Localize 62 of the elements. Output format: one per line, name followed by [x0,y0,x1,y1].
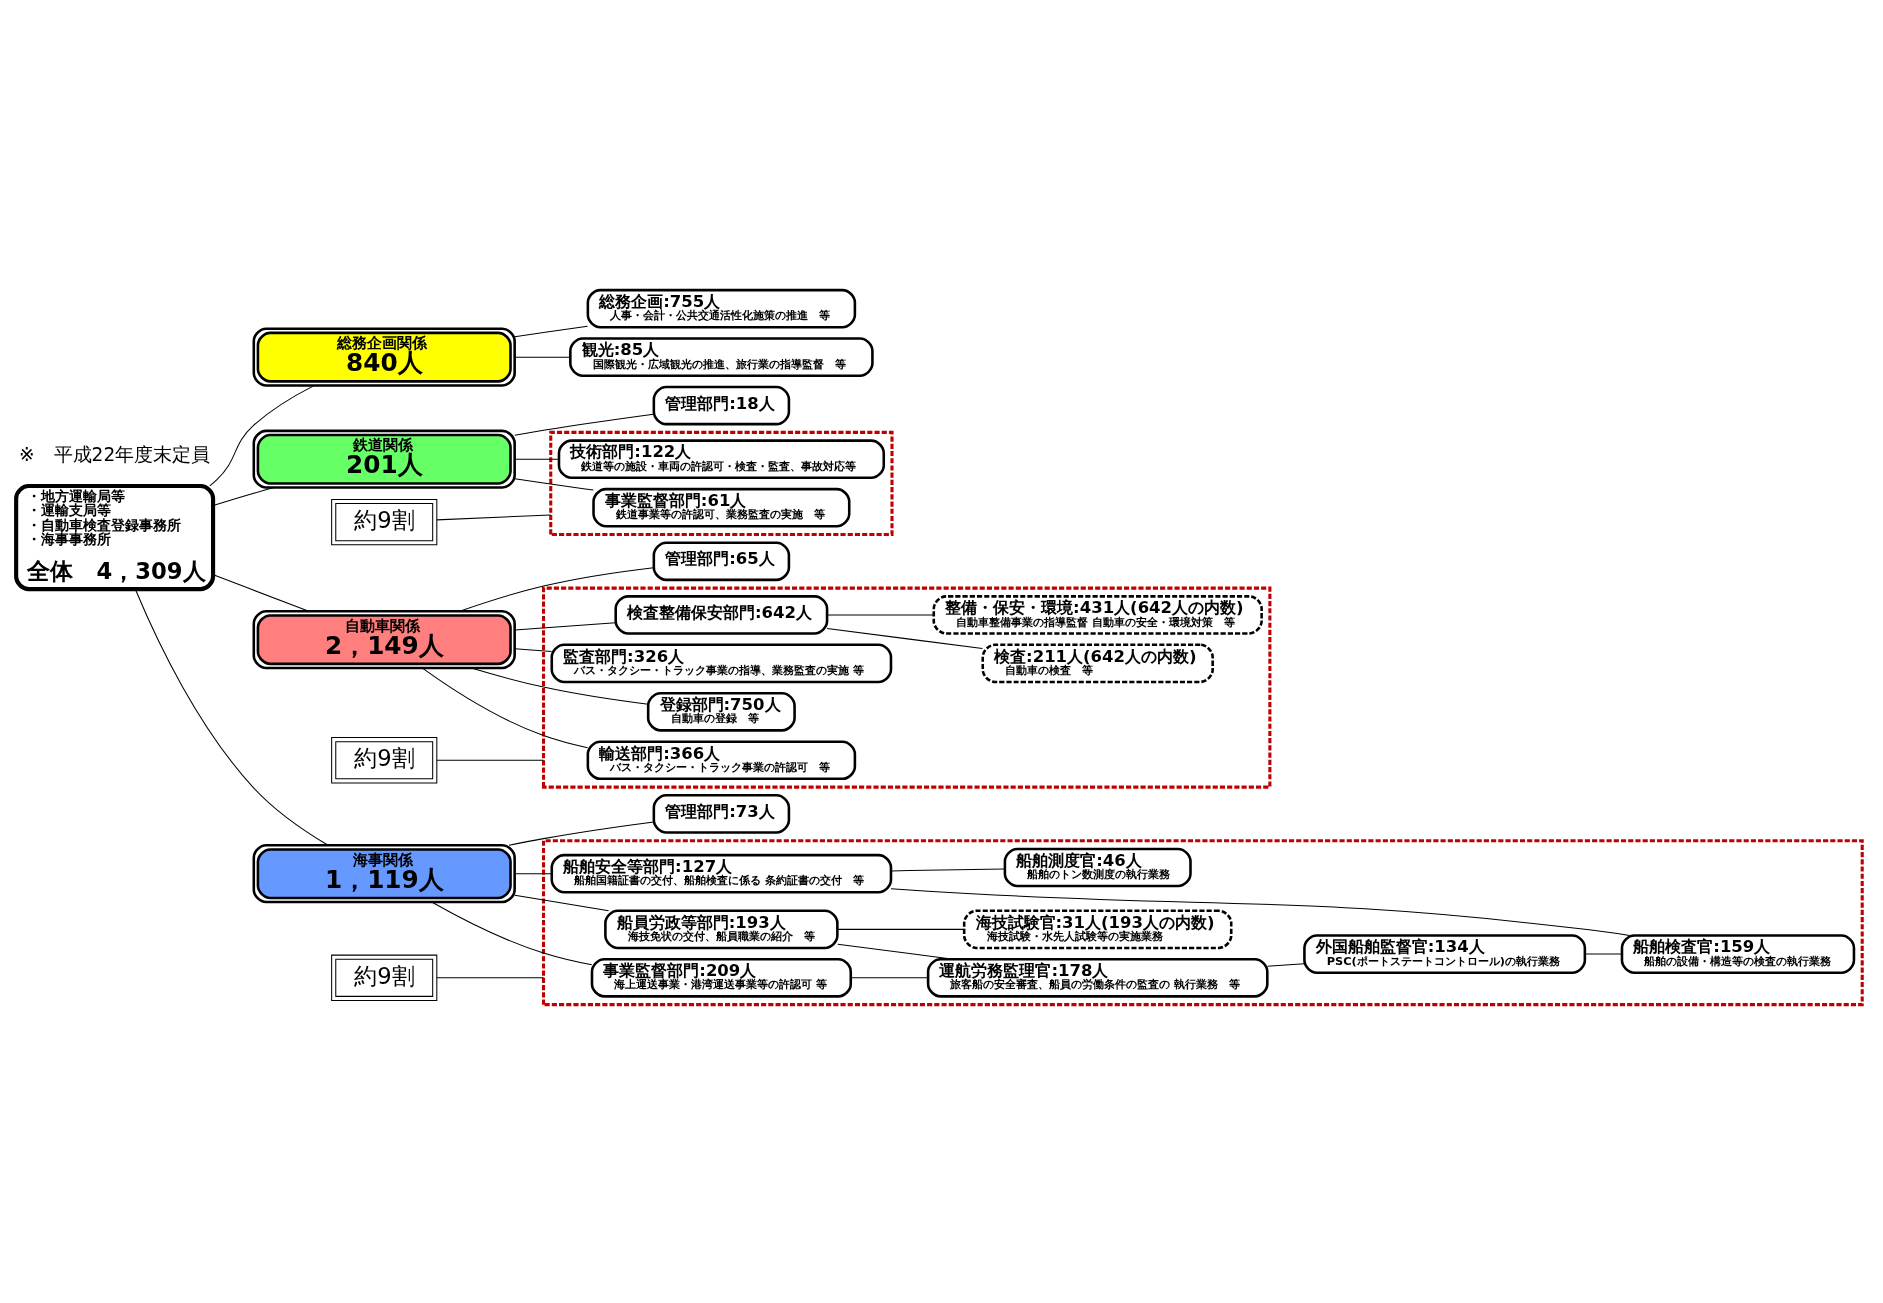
connector [850,977,929,979]
connector [514,894,610,912]
node-box: 検査整備保安部門:642人 [614,595,829,635]
connector [212,487,275,507]
connector [837,928,965,930]
cluster [549,430,894,537]
connector [514,413,654,436]
node-box: 登録部門:750人 自動車の登録 等 [646,691,796,732]
node-box: 自動車関係 2，149人 [252,610,516,670]
connector [514,478,594,491]
node-box: 外国船舶監督官:134人 PSC(ポートステートコントロール)の執行業務 [1303,934,1587,974]
connector [470,667,649,705]
node-box: 総務企画関係 840人 [252,327,516,387]
cluster [541,839,1864,1007]
node-box: 検査:211人(642人の内数) 自動車の検査 等 [981,643,1214,684]
node-box: 技術部門:122人 鉄道等の施設・車両の許認可・検査・監査、事故対応等 [557,439,886,480]
connector [826,627,983,650]
node-box: 運航労務監理官:178人 旅客船の安全審査、船員の労働条件の監査の 執行業務 等 [926,957,1269,998]
node-box: 管理部門:73人 [652,794,791,834]
node-box: 船舶検査官:159人 船舶の設備・構造等の検査の執行業務 [1620,934,1856,974]
node-box: 約9割 [331,737,438,784]
node-box: 約9割 [331,954,438,1001]
node-box: 海技試験官:31人(193人の内数) 海技試験・水先人試験等の実施業務 [962,909,1233,950]
connector [421,667,589,749]
connector [514,873,553,875]
cluster [541,586,1272,789]
connector [436,514,552,521]
connector [431,901,593,966]
connector [890,888,1631,936]
node-box: 整備・保安・環境:431人(642人の内数) 自動車整備事業の指導監督 自動車の安全・環境対策 等 [932,595,1263,635]
connector [459,567,654,612]
connector [134,588,329,846]
connector [890,868,1005,872]
node-box: 管理部門:18人 [652,385,791,426]
connector [436,977,545,979]
connector [212,574,310,612]
node-box: 船舶測度官:46人 船舶のトン数測度の執行業務 [1003,847,1192,888]
node-box: 管理部門:65人 [652,541,791,582]
node-box: 事業監督部門:209人 海上運送事業・港湾運送事業等の許認可 等 [590,957,853,998]
connector [514,325,589,338]
connector [514,458,560,460]
node-box: 船員労政等部門:193人 海技免状の交付、船員職業の紹介 等 [604,909,839,950]
connector [1267,963,1305,967]
connector [514,622,617,631]
node-box: 約9割 [331,498,438,546]
connector [826,614,934,616]
connector [514,648,553,652]
connector [436,759,545,761]
node-box: 監査部門:326人 バス・タクシー・トラック事業の指導、業務監査の実施 等 [550,643,893,684]
connector [508,821,655,846]
node-box: ・地方運輸局等 ・運輸支局等 ・自動車検査登録事務所 ・海事事務所 全体 4，309人 [14,483,216,592]
connector [209,385,315,487]
connector [514,356,571,358]
node-box: 観光:85人 国際観光・広域観光の推進、旅行業の指導監督 等 [569,337,874,377]
node-box: 海事関係 1，119人 [252,844,516,904]
label: ※ 平成22年度末定員 [19,443,211,465]
node-box: 鉄道関係 201人 [252,429,516,489]
node-box: 事業監督部門:61人 鉄道事業等の許認可、業務監査の実施 等 [592,487,851,528]
node-box: 総務企画:755人 人事・会計・公共交通活性化施策の推進 等 [586,288,857,329]
node-box: 船舶安全等部門:127人 船舶国籍証書の交付、船舶検査に係る 条約証書の交付 等 [550,853,893,894]
node-box: 輸送部門:366人 バス・タクシー・トラック事業の許認可 等 [586,740,857,781]
connector [1584,953,1623,955]
